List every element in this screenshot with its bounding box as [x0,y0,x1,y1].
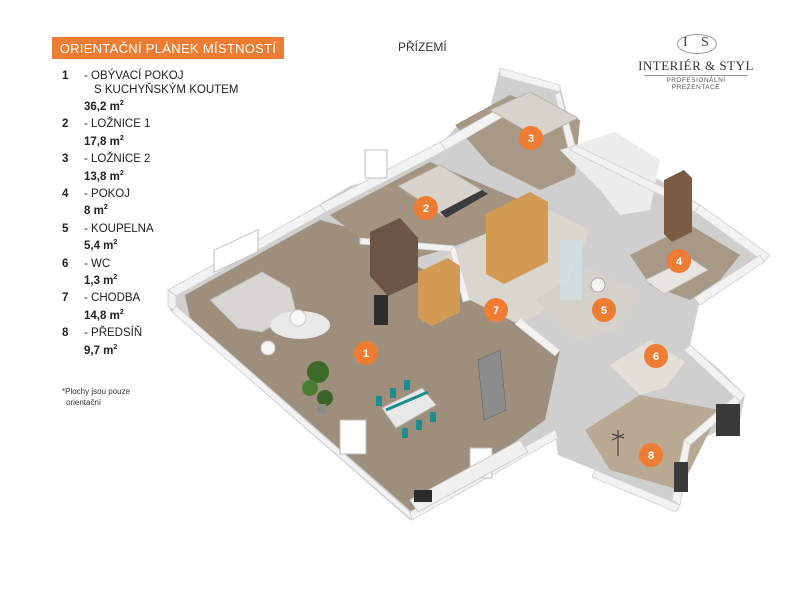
room-area: 17,8 m2 [84,134,124,148]
room-marker-5: 5 [592,298,616,322]
dining-table [381,387,437,429]
wardrobe-living [418,258,460,326]
room-area: 13,8 m2 [84,169,124,183]
legend-item-2: 2 - LOŽNICE 1 17,8 m2 [62,118,282,149]
area-disclaimer: *Plochy jsou pouze orientační [62,387,131,407]
side-table [260,340,276,356]
brand-logo: I S INTERIÉR & STYL PROFESIONÁLNÍ PREZEN… [636,34,756,91]
legend-item-5: 5 - KOUPELNA 5,4 m2 [62,223,282,254]
room-area: 14,8 m2 [84,308,124,322]
plant-icon [302,361,333,414]
room-marker-8: 8 [639,443,663,467]
svg-text:4: 4 [676,256,683,268]
room-legend: 1 - OBÝVACÍ POKOJ S KUCHYŇSKÝM KOUTEM 36… [62,70,282,362]
svg-text:8: 8 [648,450,654,462]
dining-chairs [376,380,436,438]
cooktop [414,490,432,502]
washing-machine [590,277,606,293]
legend-item-8: 8 - PŘEDSÍŇ 9,7 m2 [62,327,282,358]
room-name: - OBÝVACÍ POKOJ [84,70,184,82]
svg-text:7: 7 [493,305,499,317]
wardrobe-bedroom1 [370,218,418,296]
refrigerator [477,349,507,421]
entrance-windows [674,404,740,492]
wardrobe-corridor [486,192,548,284]
room-name: - LOŽNICE 2 [84,153,151,166]
room-marker-6: 6 [644,344,668,368]
room-area: 1,3 m2 [84,274,118,287]
room-marker-3: 3 [519,126,543,150]
bed-runner [440,190,488,218]
coat-stand-icon [611,430,625,456]
room-area: 36,2 m2 [84,100,124,113]
room-markers: 1 2 3 4 5 6 7 8 [354,126,691,467]
room-name: - KOUPELNA [84,222,154,235]
room-area: 5,4 m2 [84,239,118,253]
room-marker-1: 1 [354,341,378,365]
coffee-table [289,309,307,327]
plan-title: ORIENTAČNÍ PLÁNEK MÍSTNOSTÍ [59,40,277,56]
svg-text:2: 2 [423,203,429,215]
room-name-line2: S KUCHYŇSKÝM KOUTEM [94,83,239,96]
plan-title-banner: ORIENTAČNÍ PLÁNEK MÍSTNOSTÍ [52,37,284,59]
bed-bedroom2 [489,91,579,139]
room-marker-7: 7 [484,298,508,322]
room-name: - WC [84,257,111,270]
floor-label: PŘÍZEMÍ [398,40,447,54]
fireplace [374,295,388,325]
legend-item-1: 1 - OBÝVACÍ POKOJ S KUCHYŇSKÝM KOUTEM 36… [62,70,282,114]
room-area: 8 m2 [84,204,108,218]
logo-ring-icon [677,34,717,54]
shower-glass [560,240,582,300]
table-runner [385,390,429,412]
logo-monogram: I S [636,34,756,56]
svg-text:5: 5 [601,305,607,317]
svg-text:3: 3 [528,133,534,145]
logo-subtitle: PROFESIONÁLNÍ PREZENTACE [644,75,748,91]
logo-name: INTERIÉR & STYL [638,58,754,73]
room-marker-4: 4 [667,249,691,273]
room4-shelf [664,170,692,242]
walls [167,67,771,522]
legend-item-6: 6 - WC 1,3 m2 [62,258,282,289]
room-name: - POKOJ [84,187,131,200]
room-name: - LOŽNICE 1 [84,118,151,131]
room-name: - PŘEDSÍŇ [84,327,143,340]
svg-text:6: 6 [653,351,659,363]
room-name: - CHODBA [84,292,141,305]
legend-item-3: 3 - LOŽNICE 2 13,8 m2 [62,153,282,184]
legend-item-4: 4 - POKOJ 8 m2 [62,188,282,219]
svg-text:1: 1 [363,348,369,360]
legend-item-7: 7 - CHODBA 14,8 m2 [62,292,282,323]
kitchen-counter [409,439,529,513]
room-area: 9,7 m2 [84,343,118,357]
room-marker-2: 2 [414,196,438,220]
